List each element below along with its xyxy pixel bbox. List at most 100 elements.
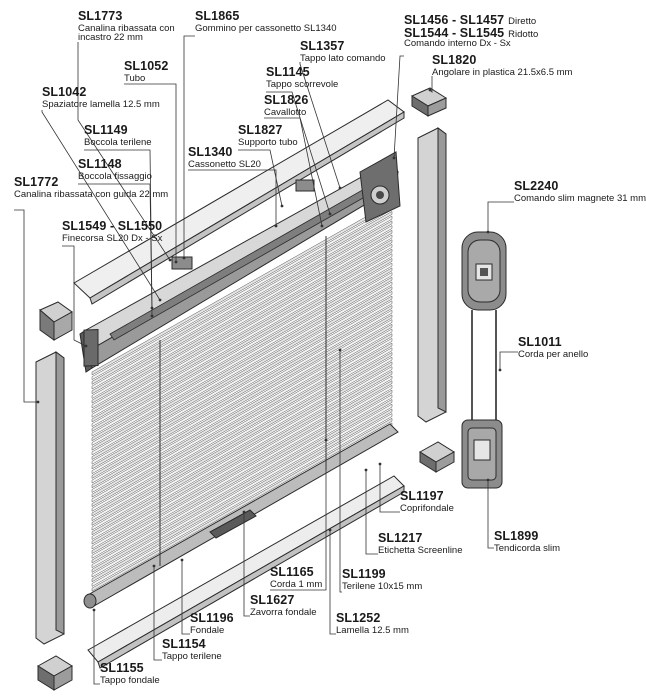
part-description: Canalina ribassata con guida 22 mm — [14, 188, 169, 200]
slat — [91, 286, 393, 461]
leader-dot — [392, 156, 396, 160]
part-code: SL1544 - SL1545 — [404, 26, 505, 40]
slat — [91, 361, 393, 536]
part-code: SL1899 — [494, 529, 539, 543]
leader-line — [270, 440, 327, 591]
leader-dot — [328, 528, 332, 532]
slat — [91, 215, 393, 390]
slat — [91, 403, 393, 578]
leader-line — [243, 512, 250, 617]
leader-line — [181, 560, 190, 635]
part-code: SL1042 — [42, 85, 87, 99]
part-code: SL1456 - SL1457 — [404, 13, 505, 27]
slat — [91, 253, 393, 428]
leader-dot — [150, 314, 154, 318]
part-description: Comando slim magnete 31 mm — [514, 192, 646, 204]
right-side-channel — [417, 127, 447, 423]
slat — [91, 333, 393, 508]
part-code: SL1154 — [162, 637, 206, 651]
leader-line — [299, 62, 341, 189]
leader-line — [238, 149, 283, 207]
slat — [91, 234, 393, 409]
slat — [91, 281, 393, 456]
gommino-part — [171, 256, 193, 270]
slat — [91, 309, 393, 484]
part-code: SL1820 — [432, 53, 477, 67]
leader-line — [77, 42, 171, 261]
part-description: Tappo lato comando — [300, 52, 386, 64]
slat — [91, 370, 393, 545]
slat — [91, 272, 393, 446]
corner-bracket-top-right — [410, 87, 448, 117]
leader-line — [487, 480, 494, 549]
leader-dot — [486, 230, 490, 234]
part-description: Angolare in plastica 21.5x6.5 mm — [432, 66, 573, 78]
slat — [91, 413, 393, 587]
slat — [91, 290, 393, 465]
command-head — [359, 151, 401, 223]
part-code: SL1197 — [400, 489, 444, 503]
slat — [91, 239, 393, 414]
part-code: SL1011 — [518, 335, 562, 349]
left-end-cap — [39, 301, 73, 341]
leader-line — [499, 351, 518, 370]
slat — [91, 314, 393, 489]
part-description: Spaziatore lamella 12.5 mm — [42, 98, 160, 110]
gommino-part-2 — [295, 179, 315, 192]
part-description: Tappo fondale — [100, 674, 160, 686]
part-code: SL1340 — [188, 145, 233, 159]
slat — [91, 295, 393, 470]
corner-bracket-bottom-right — [419, 441, 455, 473]
slat — [91, 408, 393, 583]
part-code: SL1217 — [378, 531, 423, 545]
leader-dot — [328, 212, 332, 216]
slat — [91, 229, 393, 404]
slat — [91, 262, 393, 437]
part-description: Gommino per cassonetto SL1340 — [195, 22, 337, 34]
bottom-rail-fondale — [83, 423, 399, 609]
part-description: Comando interno Dx - Sx — [404, 38, 511, 49]
part-description: Terilene 10x15 mm — [342, 580, 423, 592]
part-description: Coprifondale — [400, 502, 454, 514]
leader-dot — [182, 256, 186, 260]
slat — [91, 225, 393, 399]
part-description: Cassonetto SL20 — [188, 158, 261, 170]
slat — [91, 248, 393, 423]
part-label-sl1456_sub: Comando interno Dx - Sx — [404, 38, 511, 49]
part-description: Corda per anello — [518, 348, 589, 360]
part-description: Boccola terilene — [84, 136, 152, 148]
slat — [91, 389, 393, 564]
leader-dot — [364, 468, 368, 472]
part-code: SL1155 — [100, 661, 144, 675]
slat — [91, 356, 393, 531]
leader-dot — [84, 344, 88, 348]
part-description: Finecorsa SL20 Dx - Sx — [62, 232, 163, 244]
part-code: SL1773 — [78, 9, 123, 23]
slat — [91, 319, 393, 493]
leader-line — [78, 183, 153, 317]
slat — [91, 384, 393, 559]
leader-line — [329, 530, 336, 635]
part-description: Zavorra fondale — [250, 606, 317, 618]
slat — [91, 417, 393, 592]
leader-dot — [498, 368, 502, 372]
leader-line — [393, 55, 404, 159]
